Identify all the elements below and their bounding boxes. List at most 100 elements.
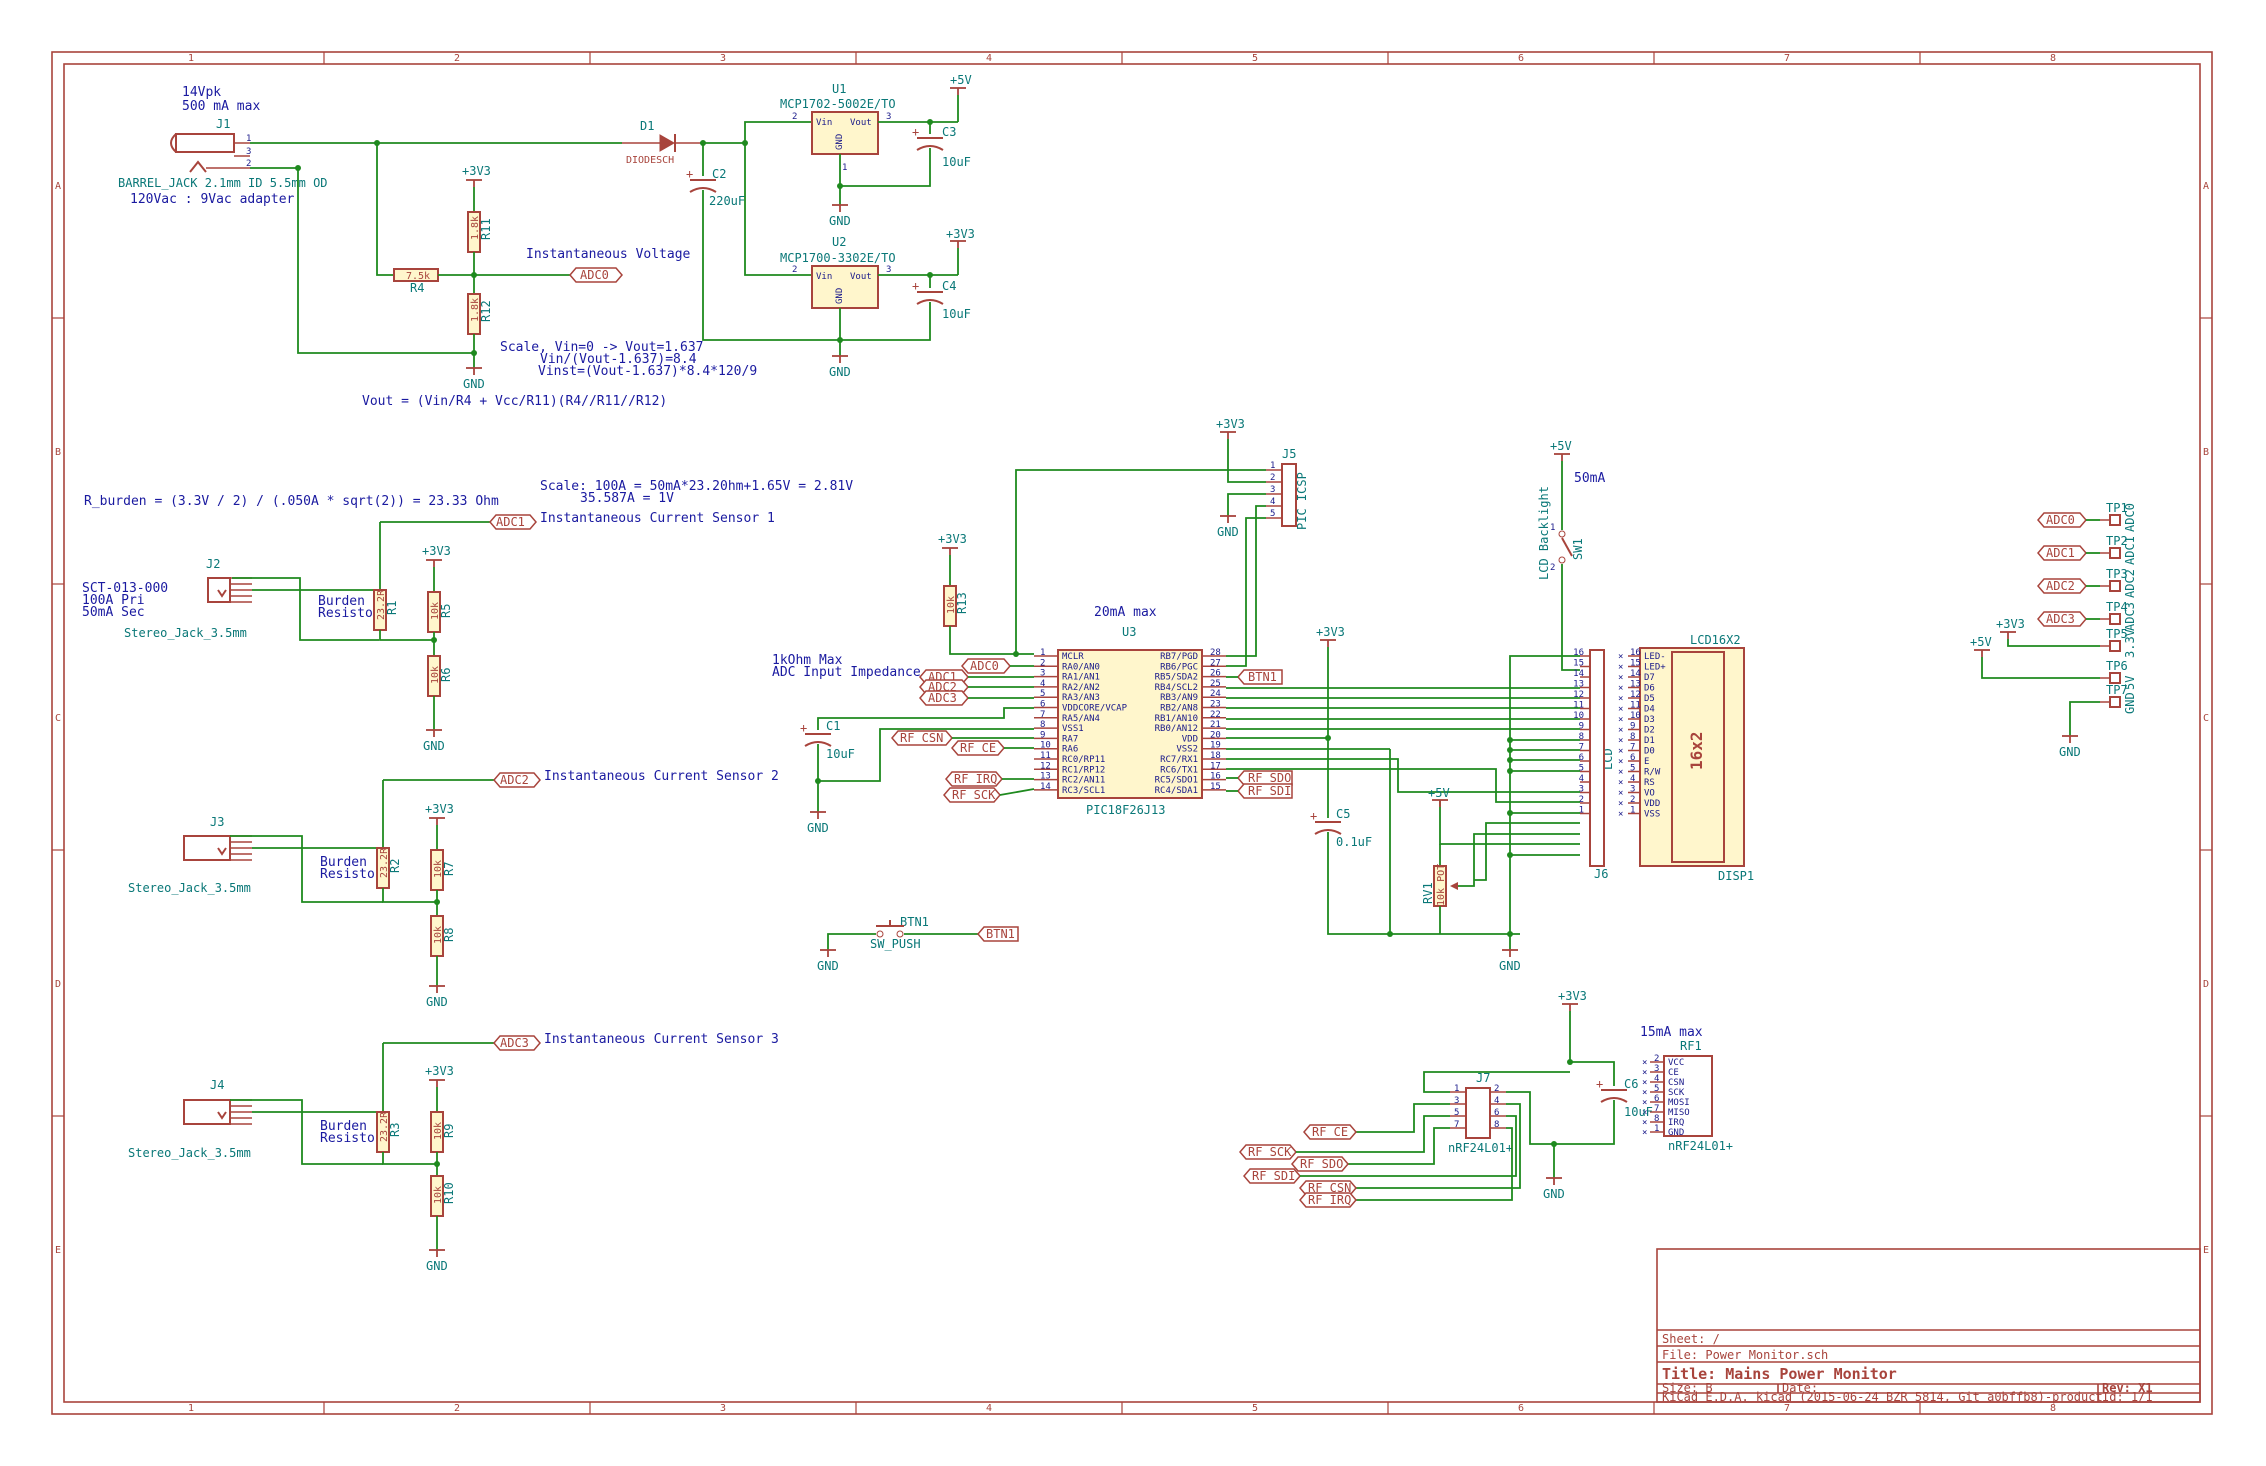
- tb-sheet: Sheet: /: [1662, 1332, 1720, 1346]
- lcd-pin-mark: ×: [1618, 663, 1623, 673]
- rf-pin-mark: ×: [1642, 1118, 1647, 1128]
- rf-pin-number: 8: [1654, 1114, 1659, 1124]
- power-symbol-3v3: [426, 559, 442, 567]
- svg-text:RF_CE: RF_CE: [1312, 1125, 1348, 1139]
- global-label-adc3: ADC3: [2037, 611, 2087, 627]
- gnd-symbol: [1502, 949, 1518, 957]
- mcu-pin-number: 6: [1040, 700, 1045, 710]
- col-number: 8: [2050, 1403, 2056, 1414]
- svg-text:R9: R9: [442, 1124, 456, 1138]
- svg-text:+3V3: +3V3: [946, 227, 975, 241]
- row-letter: D: [55, 979, 61, 990]
- lcd-pin-number: 1: [1630, 806, 1635, 816]
- test-point-label: GND: [2123, 692, 2137, 714]
- svg-text:+3V3: +3V3: [1996, 617, 2025, 631]
- capacitor-c4: +: [912, 279, 944, 305]
- svg-text:GND: GND: [2059, 745, 2081, 759]
- lcd-pin-mark: ×: [1618, 684, 1623, 694]
- rf-pin-name: CE: [1668, 1068, 1679, 1078]
- svg-text:+3V3: +3V3: [1558, 989, 1587, 1003]
- mcu-pin-name: RA5/AN4: [1062, 714, 1100, 724]
- mcu-pin-number: 14: [1040, 782, 1051, 792]
- lcd-pin-number: 3: [1630, 785, 1635, 795]
- test-point-label: 3.3V: [2123, 629, 2137, 658]
- svg-text:GND: GND: [426, 1259, 448, 1273]
- svg-text:RF_CSN: RF_CSN: [1308, 1181, 1351, 1195]
- svg-text:10k POT: 10k POT: [1436, 864, 1447, 906]
- u2-value: MCP1700-3302E/TO: [780, 251, 896, 265]
- voltage-sense-section: 7.5k R4 +3V3 1.8k R11 1.8k R12 GND Insta…: [362, 164, 757, 409]
- lcd-pin-number: 4: [1630, 774, 1635, 784]
- row-letter: D: [2203, 979, 2209, 990]
- svg-text:RF_SDO: RF_SDO: [1300, 1157, 1343, 1171]
- mcu-pin-name: RC7/RX1: [1160, 755, 1198, 765]
- mcu-pin-number: 3: [1040, 669, 1045, 679]
- mcu-pin-number: 7: [1040, 710, 1045, 720]
- lcd-pin-mark: ×: [1618, 810, 1623, 820]
- j6-pin-number: 9: [1579, 722, 1584, 732]
- lcd-pin-mark: ×: [1618, 747, 1623, 757]
- svg-text:2: 2: [246, 159, 251, 169]
- lcd-pin-mark: ×: [1618, 673, 1623, 683]
- svg-text:23.2R: 23.2R: [379, 847, 390, 878]
- c4-value: 10uF: [942, 307, 971, 321]
- burden-formula: R_burden = (3.3V / 2) / (.050A * sqrt(2)…: [84, 494, 499, 509]
- lcd-pin-name: D5: [1644, 694, 1655, 704]
- tb-date: Date:: [1782, 1381, 1818, 1395]
- c2-value: 220uF: [709, 194, 745, 208]
- row-letter: C: [55, 713, 61, 724]
- mcu-pin-name: VDDCORE/VCAP: [1062, 704, 1128, 714]
- mcu-pin-number: 15: [1210, 782, 1221, 792]
- rf1-ref: RF1: [1680, 1039, 1702, 1053]
- svg-text:R8: R8: [442, 928, 456, 942]
- gnd-symbol: [1220, 515, 1236, 523]
- btn1-ref: BTN1: [900, 915, 929, 929]
- gnd-symbol: [810, 811, 826, 819]
- test-point-ref: TP4: [2106, 600, 2128, 614]
- lcd-pin-name: D1: [1644, 736, 1655, 746]
- test-point-ref: TP1: [2106, 501, 2128, 515]
- svg-text:+3V3: +3V3: [422, 544, 451, 558]
- lcd-pin-mark: ×: [1618, 736, 1623, 746]
- svg-text:10uF: 10uF: [1624, 1105, 1653, 1119]
- mcu-pin-name: RB6/PGC: [1160, 662, 1198, 672]
- col-number: 7: [1784, 1403, 1790, 1414]
- svg-text:2: 2: [1270, 473, 1275, 483]
- svg-text:LCD Backlight: LCD Backlight: [1537, 486, 1551, 580]
- lcd-pin-mark: ×: [1618, 768, 1623, 778]
- rf-pin-name: IRQ: [1668, 1118, 1684, 1128]
- mcu-pin-number: 22: [1210, 710, 1221, 720]
- mcu-pin-number: 28: [1210, 648, 1221, 658]
- capacitor-c3: +: [912, 125, 944, 151]
- mcu-pin-number: 24: [1210, 689, 1221, 699]
- capacitor-c6: +: [1596, 1077, 1628, 1103]
- svg-text:R10: R10: [442, 1182, 456, 1204]
- lcd-pin-number: 14: [1630, 669, 1641, 679]
- power-symbol-5v: [1554, 453, 1570, 461]
- power-symbol-5v: [950, 87, 966, 95]
- svg-text:Burden: Burden: [320, 855, 367, 870]
- tb-file: File: Power Monitor.sch: [1662, 1348, 1828, 1362]
- global-label-adc0: ADC0: [569, 267, 623, 283]
- svg-text:nRF24L01+: nRF24L01+: [1448, 1141, 1513, 1155]
- mcu-pin-number: 13: [1040, 772, 1051, 782]
- j7-pin-number: 6: [1494, 1108, 1499, 1118]
- global-label-rf-csn: RF_CSN: [891, 730, 953, 746]
- svg-text:+: +: [686, 167, 693, 181]
- j5-ref: J5: [1282, 447, 1296, 461]
- col-number: 1: [188, 53, 194, 64]
- mcu-pin-number: 17: [1210, 761, 1221, 771]
- test-point: [2109, 547, 2121, 559]
- u3-value: PIC18F26J13: [1086, 803, 1165, 817]
- svg-text:Stereo_Jack_3.5mm: Stereo_Jack_3.5mm: [128, 881, 251, 895]
- svg-text:RF_SCK: RF_SCK: [1248, 1145, 1292, 1159]
- mcu-pin-number: 8: [1040, 720, 1045, 730]
- test-point-label: ADC1: [2123, 536, 2137, 565]
- stereo-jack-j4: [183, 1099, 252, 1125]
- col-number: 6: [1518, 53, 1524, 64]
- svg-text:+: +: [912, 125, 919, 139]
- lcd-pin-name: E: [1644, 757, 1649, 767]
- svg-text:BTN1: BTN1: [1248, 670, 1277, 684]
- r11-ref: R11: [479, 218, 493, 240]
